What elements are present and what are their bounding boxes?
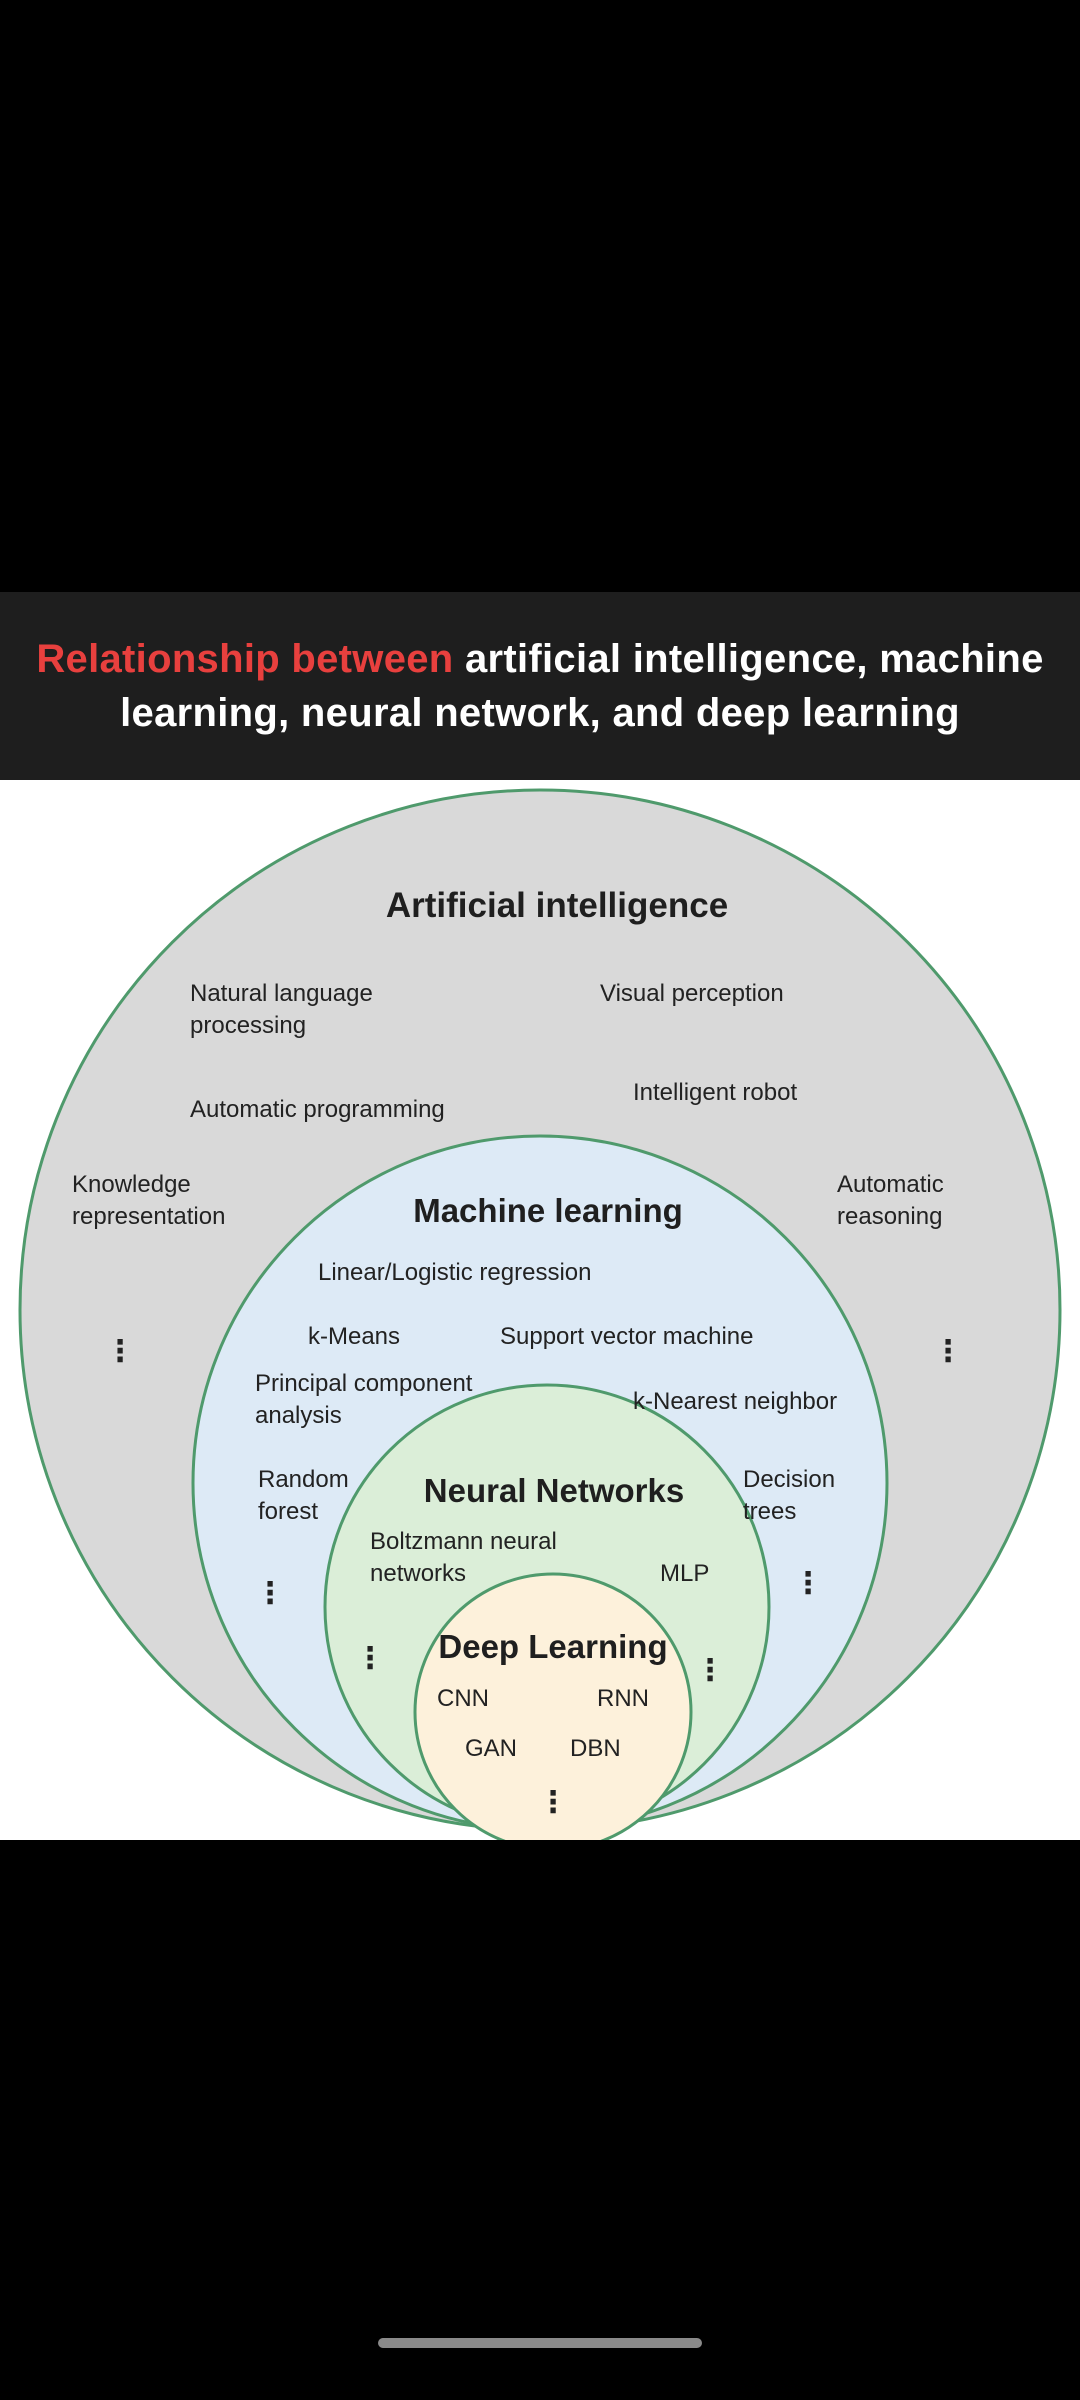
ai-title: Artificial intelligence xyxy=(386,886,728,925)
nn-title: Neural Networks xyxy=(424,1472,684,1509)
diagram-panel: Artificial intelligence Natural language… xyxy=(0,780,1080,1840)
dl-circle xyxy=(413,1572,693,1840)
title-rest: artificial intelligence, machine xyxy=(453,637,1044,681)
dl-title: Deep Learning xyxy=(438,1628,667,1665)
nn-item-bz-2: networks xyxy=(370,1560,466,1587)
ai-item-kr-1: Knowledge xyxy=(72,1171,191,1198)
home-indicator[interactable] xyxy=(378,2338,702,2348)
title-accent: Relationship between xyxy=(36,637,454,681)
dl-more: ⋮ xyxy=(538,1786,568,1819)
ml-item-pca-2: analysis xyxy=(255,1402,342,1429)
dl-item-rnn: RNN xyxy=(597,1685,649,1712)
title-line-2: learning, neural network, and deep learn… xyxy=(120,691,960,735)
nn-more-right: ⋮ xyxy=(695,1654,725,1687)
ai-item-ar-2: reasoning xyxy=(837,1203,942,1230)
ai-item-auto-prog: Automatic programming xyxy=(190,1096,445,1123)
ai-more-left: ⋮ xyxy=(105,1335,135,1368)
ai-item-robot: Intelligent robot xyxy=(633,1079,797,1106)
ai-more-right: ⋮ xyxy=(933,1335,963,1368)
ml-more-left: ⋮ xyxy=(255,1577,285,1610)
nn-item-mlp: MLP xyxy=(660,1560,709,1587)
ml-item-rf-2: forest xyxy=(258,1498,318,1525)
ai-item-nlp-1: Natural language xyxy=(190,980,373,1007)
dl-item-dbn: DBN xyxy=(570,1735,621,1762)
ml-more-right: ⋮ xyxy=(793,1567,823,1600)
title-line-1: Relationship between artificial intellig… xyxy=(36,632,1043,686)
nn-item-bz-1: Boltzmann neural xyxy=(370,1528,557,1555)
nn-more-left: ⋮ xyxy=(355,1642,385,1675)
dl-item-cnn: CNN xyxy=(437,1685,489,1712)
ml-item-knn: k-Nearest neighbor xyxy=(633,1388,837,1415)
ml-item-linreg: Linear/Logistic regression xyxy=(318,1259,591,1286)
ai-item-kr-2: representation xyxy=(72,1203,225,1230)
ml-item-kmeans: k-Means xyxy=(308,1323,400,1350)
ai-item-ar-1: Automatic xyxy=(837,1171,944,1198)
ml-item-rf-1: Random xyxy=(258,1466,349,1493)
ml-item-pca-1: Principal component xyxy=(255,1370,473,1397)
title-banner: Relationship between artificial intellig… xyxy=(0,592,1080,780)
ai-item-visual: Visual perception xyxy=(600,980,784,1007)
ml-item-svm: Support vector machine xyxy=(500,1323,753,1350)
venn-diagram: Artificial intelligence Natural language… xyxy=(18,788,1062,1840)
ml-item-dt-2: trees xyxy=(743,1498,796,1525)
ml-item-dt-1: Decision xyxy=(743,1466,835,1493)
ai-item-nlp-2: processing xyxy=(190,1012,306,1039)
ml-title: Machine learning xyxy=(413,1192,683,1229)
dl-item-gan: GAN xyxy=(465,1735,517,1762)
